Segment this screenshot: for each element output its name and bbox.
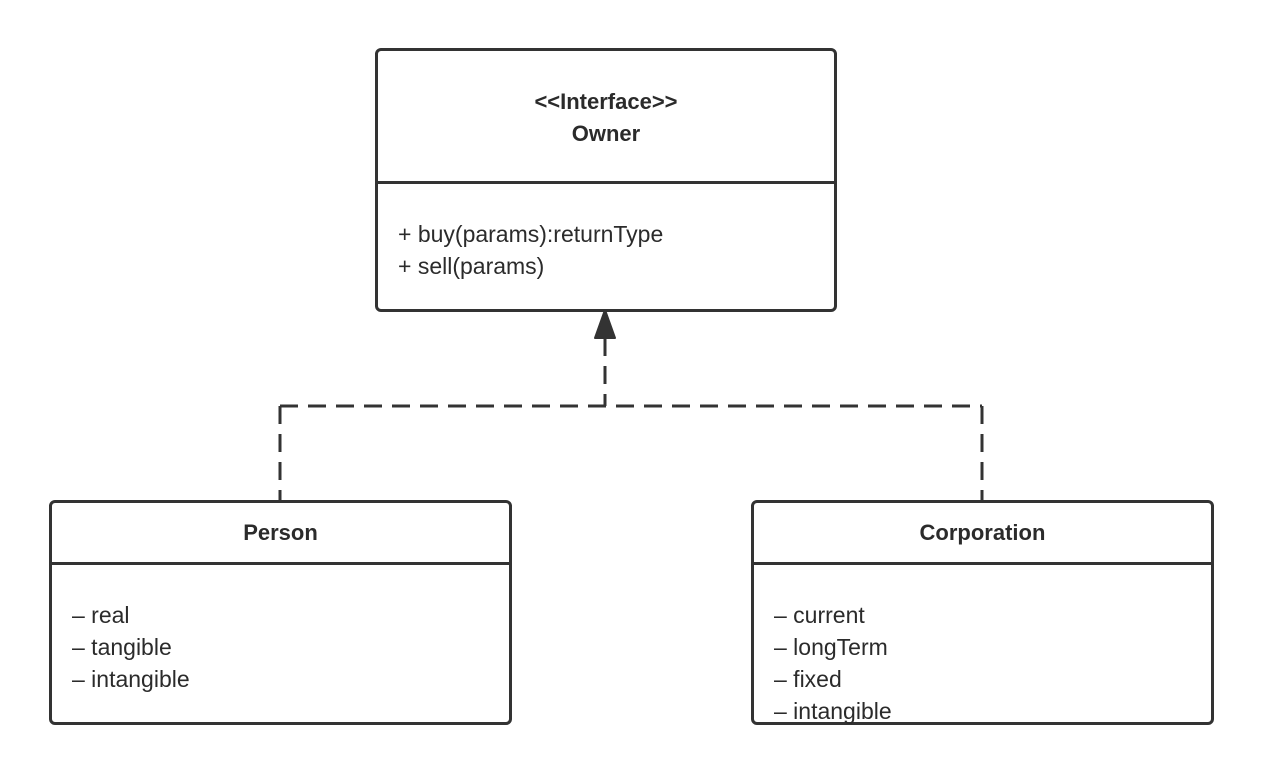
attribute-item: – longTerm: [774, 634, 888, 660]
owner-interface-box[interactable]: <<Interface>> Owner + buy(params):return…: [375, 48, 837, 312]
corporation-class-header: Corporation: [754, 503, 1211, 565]
owner-interface-header: <<Interface>> Owner: [378, 51, 834, 184]
corporation-attributes-list: – current – longTerm – fixed – intangibl…: [754, 565, 1211, 727]
attribute-item: – intangible: [72, 666, 190, 692]
method-item: + sell(params): [398, 253, 545, 279]
attribute-item: – tangible: [72, 634, 172, 660]
method-item: + buy(params):returnType: [398, 221, 664, 247]
interface-stereotype: <<Interface>>: [534, 89, 678, 114]
corporation-class-box[interactable]: Corporation – current – longTerm – fixed…: [751, 500, 1214, 725]
attribute-item: – intangible: [774, 698, 892, 724]
interface-name: Owner: [571, 121, 641, 146]
person-class-box[interactable]: Person – real – tangible – intangible: [49, 500, 512, 725]
class-name: Corporation: [919, 519, 1046, 545]
owner-methods-list: + buy(params):returnType + sell(params): [378, 184, 834, 282]
realization-arrowhead: [594, 309, 616, 339]
person-class-header: Person: [52, 503, 509, 565]
attribute-item: – real: [72, 602, 130, 628]
attribute-item: – current: [774, 602, 865, 628]
attribute-item: – fixed: [774, 666, 842, 692]
person-attributes-list: – real – tangible – intangible: [52, 565, 509, 695]
class-name: Person: [243, 519, 318, 545]
